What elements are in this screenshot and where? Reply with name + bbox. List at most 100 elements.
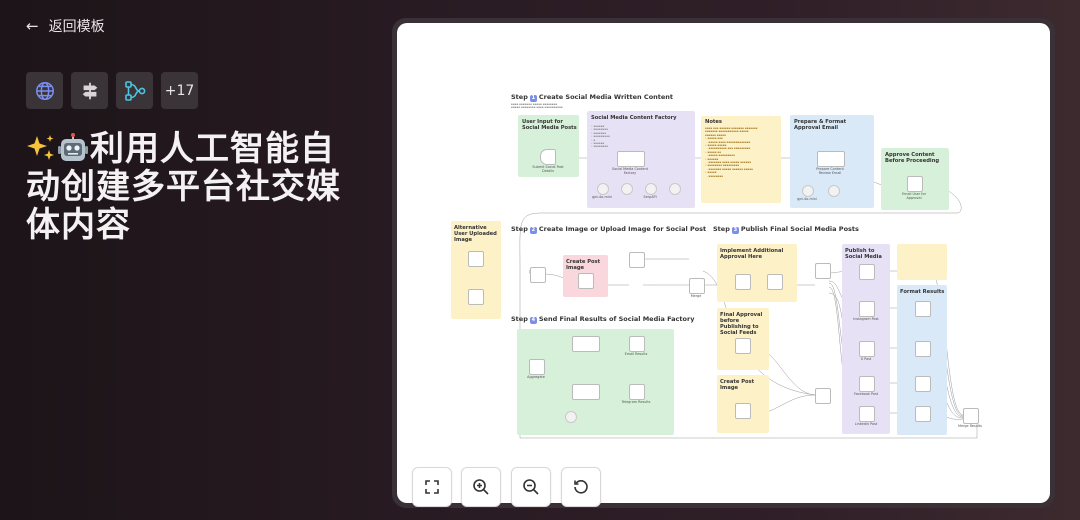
workflow-branch-icon — [116, 72, 153, 109]
group-notes-title: Notes — [705, 119, 722, 125]
zoom-in-icon — [473, 479, 489, 495]
merge-results-node[interactable] — [963, 408, 979, 424]
group-prepare-email: Prepare & Format Approval Email Prepare … — [790, 115, 874, 208]
instagram-node[interactable] — [859, 301, 875, 317]
telegram-label: Telegram Results — [621, 400, 651, 404]
group-content-factory: Social Media Content Factory • ▪▪▪▪▪▪ • … — [587, 111, 695, 208]
template-title-text: 利用人工智能自动创建多平台社交媒体内容 — [26, 129, 341, 245]
group-content-factory-title: Social Media Content Factory — [591, 115, 677, 121]
group-alt-image-title: Alternative User Uploaded Image — [454, 225, 497, 243]
approval-model-node-2[interactable] — [828, 185, 840, 197]
group-impl-approval-title: Implement Additional Approval Here — [720, 248, 784, 260]
merge-publish-node[interactable] — [815, 263, 831, 279]
approval-model-node[interactable] — [802, 185, 814, 197]
back-to-templates-link[interactable]: ← 返回模板 — [26, 16, 105, 36]
image-create-node-2[interactable] — [735, 403, 751, 419]
fullscreen-icon — [425, 480, 439, 494]
format-instagram-node[interactable] — [915, 301, 931, 317]
prepare-results-email-node[interactable] — [572, 336, 600, 352]
group-create-post-image-title: Create Post Image — [566, 259, 601, 271]
chat-model-label: gpt-4o-mini — [592, 195, 612, 199]
fit-view-button[interactable] — [412, 467, 452, 507]
reset-icon — [574, 480, 588, 494]
robot-face-icon — [58, 133, 88, 161]
http-request-icon — [26, 72, 63, 109]
memory-node[interactable] — [621, 183, 633, 195]
notes-body: ▪▪▪▪ ▪▪▪ ▪▪▪▪▪▪ ▪▪▪▪▪▪▪ ▪▪▪▪▪▪▪ ▪▪▪▪▪▪▪ … — [705, 126, 758, 178]
google-drive-node[interactable] — [468, 251, 484, 267]
group-publish-note — [897, 244, 947, 280]
form-trigger-node[interactable] — [540, 149, 556, 165]
group-approve-content-title: Approve Content Before Proceeding — [885, 152, 940, 164]
group-user-input-title: User Input for Social Media Posts — [522, 119, 577, 131]
group-final-approval: Final Approval before Publishing to Soci… — [717, 308, 769, 370]
factory-platform-list: • ▪▪▪▪▪▪ • ▪▪▪▪▪▪▪▪ • ▪▪▪▪▪▪▪ • ▪▪▪▪▪▪▪▪… — [591, 124, 610, 149]
prepare-email-label: Prepare Content Review Email — [816, 167, 844, 175]
approval-gmail-node[interactable] — [735, 274, 751, 290]
merge-image-node[interactable] — [689, 278, 705, 294]
prepare-results-telegram-node[interactable] — [572, 384, 600, 400]
group-impl-approval: Implement Additional Approval Here — [717, 244, 797, 302]
merge-approval-node[interactable] — [815, 388, 831, 404]
group-publish: Publish to Social Media Instagram Post X… — [842, 244, 890, 434]
group-publish-title: Publish to Social Media — [845, 248, 882, 260]
format-x-node[interactable] — [915, 341, 931, 357]
integration-icons: +17 — [26, 72, 198, 109]
x-post-label: X Post — [860, 357, 872, 361]
linkedin-node[interactable] — [859, 406, 875, 422]
ai-agent-node[interactable] — [617, 151, 645, 167]
facebook-node[interactable] — [859, 376, 875, 392]
facebook-label: Facebook Post — [853, 392, 879, 396]
merge-results-label: Merge Results — [958, 424, 982, 428]
more-integrations-badge: +17 — [161, 72, 198, 109]
switch-node[interactable] — [530, 267, 546, 283]
gmail-results-label: Email Results — [624, 352, 648, 356]
group-format-results-title: Format Results — [900, 289, 945, 295]
merge-image-label: Merge — [690, 294, 702, 298]
approval-if-node[interactable] — [767, 274, 783, 290]
zoom-in-button[interactable] — [461, 467, 501, 507]
if-node-icon — [71, 72, 108, 109]
group-notes: Notes ▪▪▪▪ ▪▪▪ ▪▪▪▪▪▪ ▪▪▪▪▪▪▪ ▪▪▪▪▪▪▪ ▪▪… — [701, 116, 781, 203]
zoom-out-button[interactable] — [511, 467, 551, 507]
gmail-approval-node[interactable] — [907, 176, 923, 192]
serp-tool-node[interactable] — [645, 183, 657, 195]
prepare-email-node[interactable] — [817, 151, 845, 167]
final-approval-node[interactable] — [735, 338, 751, 354]
step-1-note: ▪▪▪▪ ▪▪▪▪▪▪▪ ▪▪▪▪▪ ▪▪▪▪▪▪▪▪ ▪▪▪▪▪ ▪▪▪▪▪▪… — [511, 102, 563, 110]
http-upload-node[interactable] — [629, 252, 645, 268]
aggregate-node[interactable] — [529, 359, 545, 375]
group-approve-content: Approve Content Before Proceeding Email … — [881, 148, 949, 210]
instagram-image-node[interactable] — [859, 264, 875, 280]
telegram-node[interactable] — [629, 384, 645, 400]
results-model-node[interactable] — [565, 411, 577, 423]
gmail-approval-label: Email User for Approval — [902, 192, 926, 200]
group-create-post-image: Create Post Image — [563, 255, 608, 297]
arrow-left-icon: ← — [26, 17, 39, 35]
reset-zoom-button[interactable] — [561, 467, 601, 507]
x-post-node[interactable] — [859, 341, 875, 357]
aggregate-label: Aggregate — [527, 375, 545, 379]
group-create-post-image-2-title: Create Post Image — [720, 379, 755, 391]
format-facebook-node[interactable] — [915, 376, 931, 392]
extract-binary-node[interactable] — [468, 289, 484, 305]
group-format-results: Format Results — [897, 285, 947, 435]
chat-model-node[interactable] — [597, 183, 609, 195]
template-title: 利用人工智能自动创建多平台社交媒体内容 — [26, 130, 356, 244]
format-linkedin-node[interactable] — [915, 406, 931, 422]
group-final-approval-title: Final Approval before Publishing to Soci… — [720, 312, 763, 336]
instagram-label: Instagram Post — [853, 317, 879, 321]
image-create-node[interactable] — [578, 273, 594, 289]
gmail-results-node[interactable] — [629, 336, 645, 352]
code-tool-node[interactable] — [669, 183, 681, 195]
back-label: 返回模板 — [48, 19, 105, 35]
serp-tool-label: SerpAPI — [643, 195, 657, 199]
group-prepare-email-title: Prepare & Format Approval Email — [794, 119, 847, 131]
zoom-out-icon — [523, 479, 539, 495]
approval-model-label: gpt-4o-mini — [797, 197, 817, 201]
